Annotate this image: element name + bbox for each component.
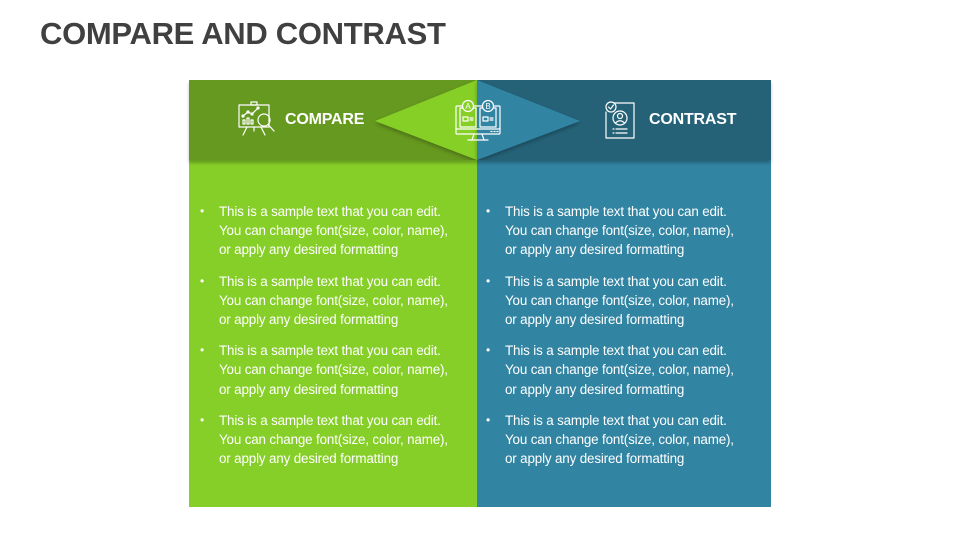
contrast-bullet-item: • This is a sample text that you can edi… [483, 341, 771, 399]
contrast-bullet-list: • This is a sample text that you can edi… [483, 202, 771, 480]
bullet-dot: • [485, 343, 491, 358]
compare-label: COMPARE [285, 111, 365, 128]
compare-contrast-panel: COMPARE A B [189, 80, 771, 507]
bullet-dot: • [485, 412, 491, 427]
bullet-dot: • [199, 412, 205, 427]
contrast-bullet-item: • This is a sample text that you can edi… [483, 411, 771, 469]
compare-column [189, 160, 477, 507]
contrast-bullet-item: • This is a sample text that you can edi… [483, 272, 771, 330]
bullet-dot: • [199, 204, 205, 218]
monitor-a-b-comparison-icon: A B [453, 98, 503, 146]
compare-bullet-item: • This is a sample text that you can edi… [197, 341, 479, 399]
svg-text:A: A [465, 102, 471, 111]
contrast-label: CONTRAST [649, 111, 737, 128]
svg-text:B: B [485, 102, 490, 111]
compare-bullet-list: • This is a sample text that you can edi… [197, 202, 479, 480]
bullet-dot: • [485, 273, 491, 288]
bullet-dot: • [199, 343, 205, 358]
contrast-column [477, 160, 771, 507]
compare-bullet-item: • This is a sample text that you can edi… [197, 202, 479, 260]
compare-bullet-item: • This is a sample text that you can edi… [197, 272, 479, 330]
slide-title: COMPARE AND CONTRAST [40, 16, 446, 51]
contrast-header-label: CONTRAST [603, 80, 736, 160]
bullet-dot: • [199, 273, 205, 288]
profile-document-check-icon [603, 100, 637, 140]
presentation-chart-magnifier-icon [237, 101, 279, 139]
compare-header-label: COMPARE [237, 80, 364, 160]
contrast-bullet-item: • This is a sample text that you can edi… [483, 202, 771, 260]
bullet-dot: • [485, 204, 491, 218]
compare-bullet-item: • This is a sample text that you can edi… [197, 411, 479, 469]
